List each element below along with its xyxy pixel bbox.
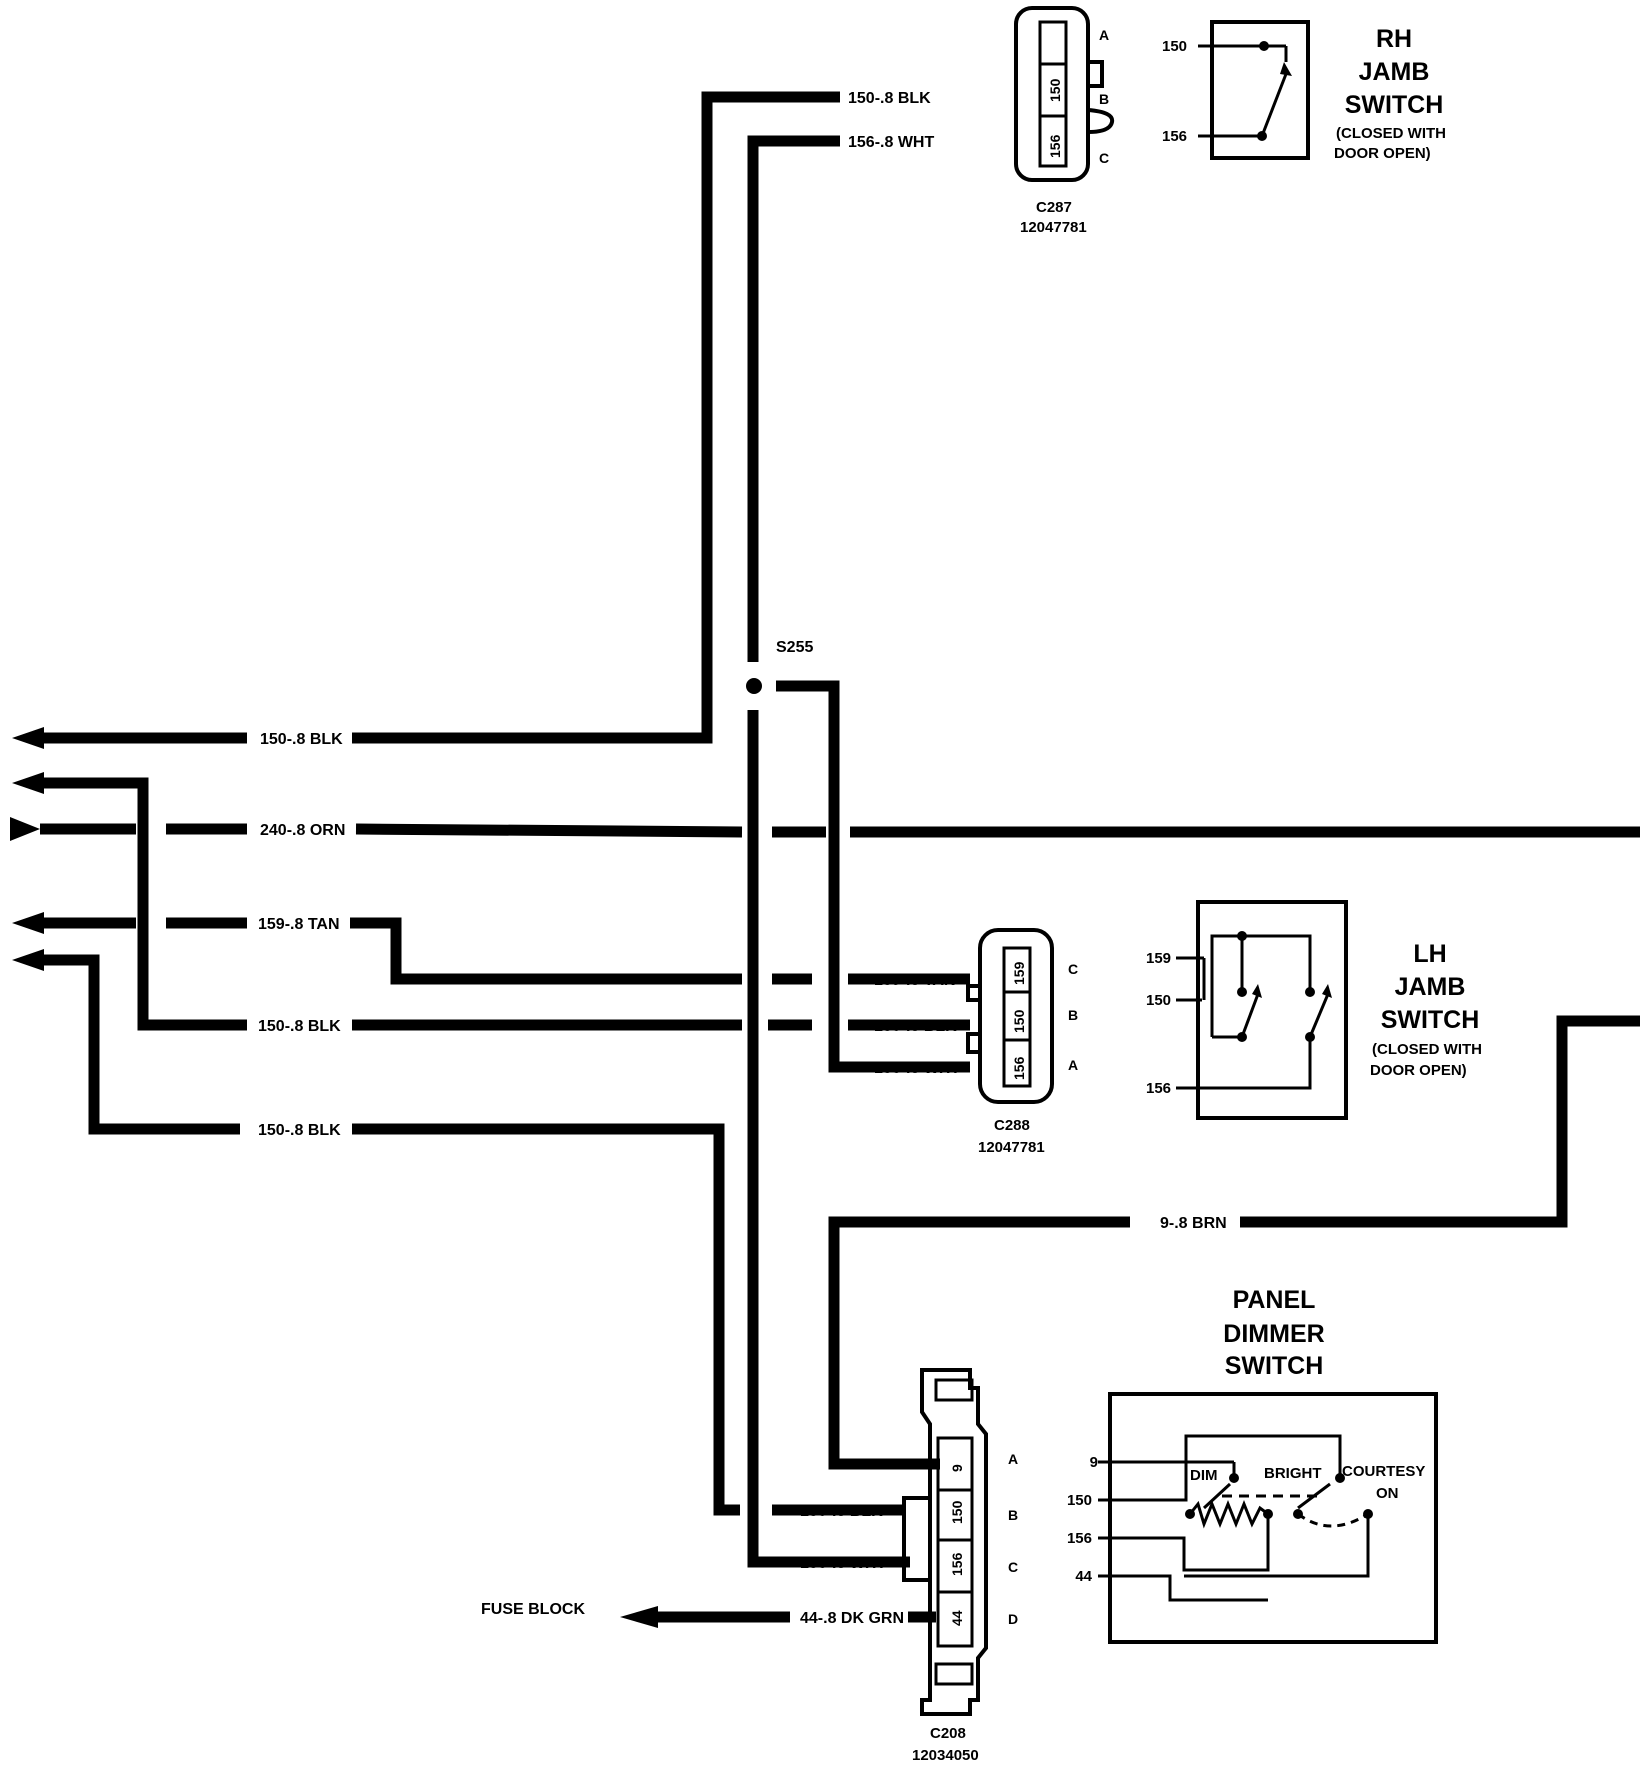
dimmer-terminal-9: 9 <box>1090 1454 1098 1471</box>
c208-pin-c: C <box>1008 1559 1018 1575</box>
c208-cavity-44: 44 <box>949 1610 965 1626</box>
c208-pin-d: D <box>1008 1611 1018 1627</box>
c288-pin-a: A <box>1068 1057 1078 1073</box>
label-w150-top: 150-.8 BLK <box>848 90 931 107</box>
label-w44-c208: 44-.8 DK GRN <box>800 1610 904 1627</box>
lh-terminal-156: 156 <box>1146 1080 1171 1097</box>
c288-part: 12047781 <box>978 1139 1045 1156</box>
label-splice-s255: S255 <box>776 639 813 656</box>
lh-terminal-159: 159 <box>1146 950 1171 967</box>
wire-splice-to-c288 <box>776 680 970 1073</box>
dimmer-title-1: PANEL <box>1233 1286 1316 1314</box>
rh-title-1: RH <box>1376 25 1412 53</box>
label-w150-left1: 150-.8 BLK <box>260 731 343 748</box>
wire-150-blk-rh <box>12 91 840 749</box>
c208-part: 12034050 <box>912 1747 979 1764</box>
label-w150-c288: 150-.8 BLK <box>874 1018 957 1035</box>
lh-note-1: (CLOSED WITH <box>1372 1041 1482 1058</box>
connector-c287: 150 156 A B C C287 12047781 <box>1014 6 1115 236</box>
label-w159-c288: 159-.8 TAN <box>874 972 956 989</box>
label-fuse-block: FUSE BLOCK <box>481 1601 585 1618</box>
c288-cavity-159: 159 <box>1011 961 1027 985</box>
label-w156-c208: 156-.8 WHT <box>800 1555 886 1572</box>
label-w150-c208: 150-.8 BLK <box>800 1503 883 1520</box>
dimmer-pos-bright: BRIGHT <box>1264 1465 1322 1482</box>
label-w9: 9-.8 BRN <box>1160 1215 1227 1232</box>
wire-9-brn <box>828 1015 1640 1470</box>
c208-pin-a: A <box>1008 1451 1018 1467</box>
wire-150-blk-lh <box>12 772 970 1031</box>
label-w156-top: 156-.8 WHT <box>848 134 934 151</box>
lh-jamb-switch: 159 150 156 LH JAMB SWITCH (CLOSED WITH … <box>1146 900 1482 1120</box>
rh-title-2: JAMB <box>1359 58 1430 86</box>
c287-cavity-150: 150 <box>1047 78 1063 102</box>
dimmer-terminal-150: 150 <box>1067 1492 1092 1509</box>
c288-name: C288 <box>994 1117 1030 1134</box>
c287-pin-b: B <box>1099 91 1109 107</box>
rh-terminal-156: 156 <box>1162 128 1187 145</box>
c287-part: 12047781 <box>1020 219 1087 236</box>
connector-c288: 159 150 156 C B A C288 12047781 <box>966 928 1078 1156</box>
c288-cavity-150: 150 <box>1011 1009 1027 1033</box>
dimmer-terminal-156: 156 <box>1067 1530 1092 1547</box>
c288-pin-c: C <box>1068 961 1078 977</box>
wire-240-orn <box>10 817 1640 841</box>
splice-s255 <box>746 678 762 694</box>
dimmer-title-3: SWITCH <box>1225 1352 1324 1380</box>
c208-cavity-150: 150 <box>949 1500 965 1524</box>
c288-pin-b: B <box>1068 1007 1078 1023</box>
rh-jamb-switch: 150 156 RH JAMB SWITCH (CLOSED WITH DOOR… <box>1162 20 1446 162</box>
label-w159-left: 159-.8 TAN <box>258 916 340 933</box>
rh-note-1: (CLOSED WITH <box>1336 125 1446 142</box>
lh-title-3: SWITCH <box>1381 1006 1480 1034</box>
c208-cavity-9: 9 <box>949 1464 965 1472</box>
c287-name: C287 <box>1036 199 1072 216</box>
c288-cavity-156: 156 <box>1011 1056 1027 1080</box>
label-w150-left3: 150-.8 BLK <box>258 1122 341 1139</box>
wire-156-wht-rh <box>747 135 910 1568</box>
dimmer-pos-dim: DIM <box>1190 1467 1218 1484</box>
c287-pin-c: C <box>1099 150 1109 166</box>
dimmer-pos-courtesy: COURTESY <box>1342 1463 1425 1480</box>
dimmer-title-2: DIMMER <box>1223 1320 1324 1348</box>
lh-title-1: LH <box>1413 940 1446 968</box>
label-w156-c288: 156-.8 WHT <box>874 1060 960 1077</box>
c287-cavity-156: 156 <box>1047 134 1063 158</box>
dimmer-pos-on: ON <box>1376 1485 1399 1502</box>
wire-150-blk-dimmer <box>12 949 905 1516</box>
label-w240: 240-.8 ORN <box>260 822 345 839</box>
dimmer-terminal-44: 44 <box>1075 1568 1092 1585</box>
c208-name: C208 <box>930 1725 966 1742</box>
rh-terminal-150: 150 <box>1162 38 1187 55</box>
lh-note-2: DOOR OPEN) <box>1370 1062 1467 1079</box>
rh-note-2: DOOR OPEN) <box>1334 145 1431 162</box>
wire-159-tan <box>12 912 970 985</box>
rh-title-3: SWITCH <box>1345 91 1444 119</box>
label-w150-left2: 150-.8 BLK <box>258 1018 341 1035</box>
lh-title-2: JAMB <box>1395 973 1466 1001</box>
c208-cavity-156: 156 <box>949 1552 965 1576</box>
c287-pin-a: A <box>1099 27 1109 43</box>
lh-terminal-150: 150 <box>1146 992 1171 1009</box>
connector-c208: 9 150 156 44 A B C D C208 12034050 <box>902 1368 1018 1764</box>
panel-dimmer-switch: PANEL DIMMER SWITCH 9 150 156 44 DIM BRI… <box>1067 1286 1438 1644</box>
c208-pin-b: B <box>1008 1507 1018 1523</box>
